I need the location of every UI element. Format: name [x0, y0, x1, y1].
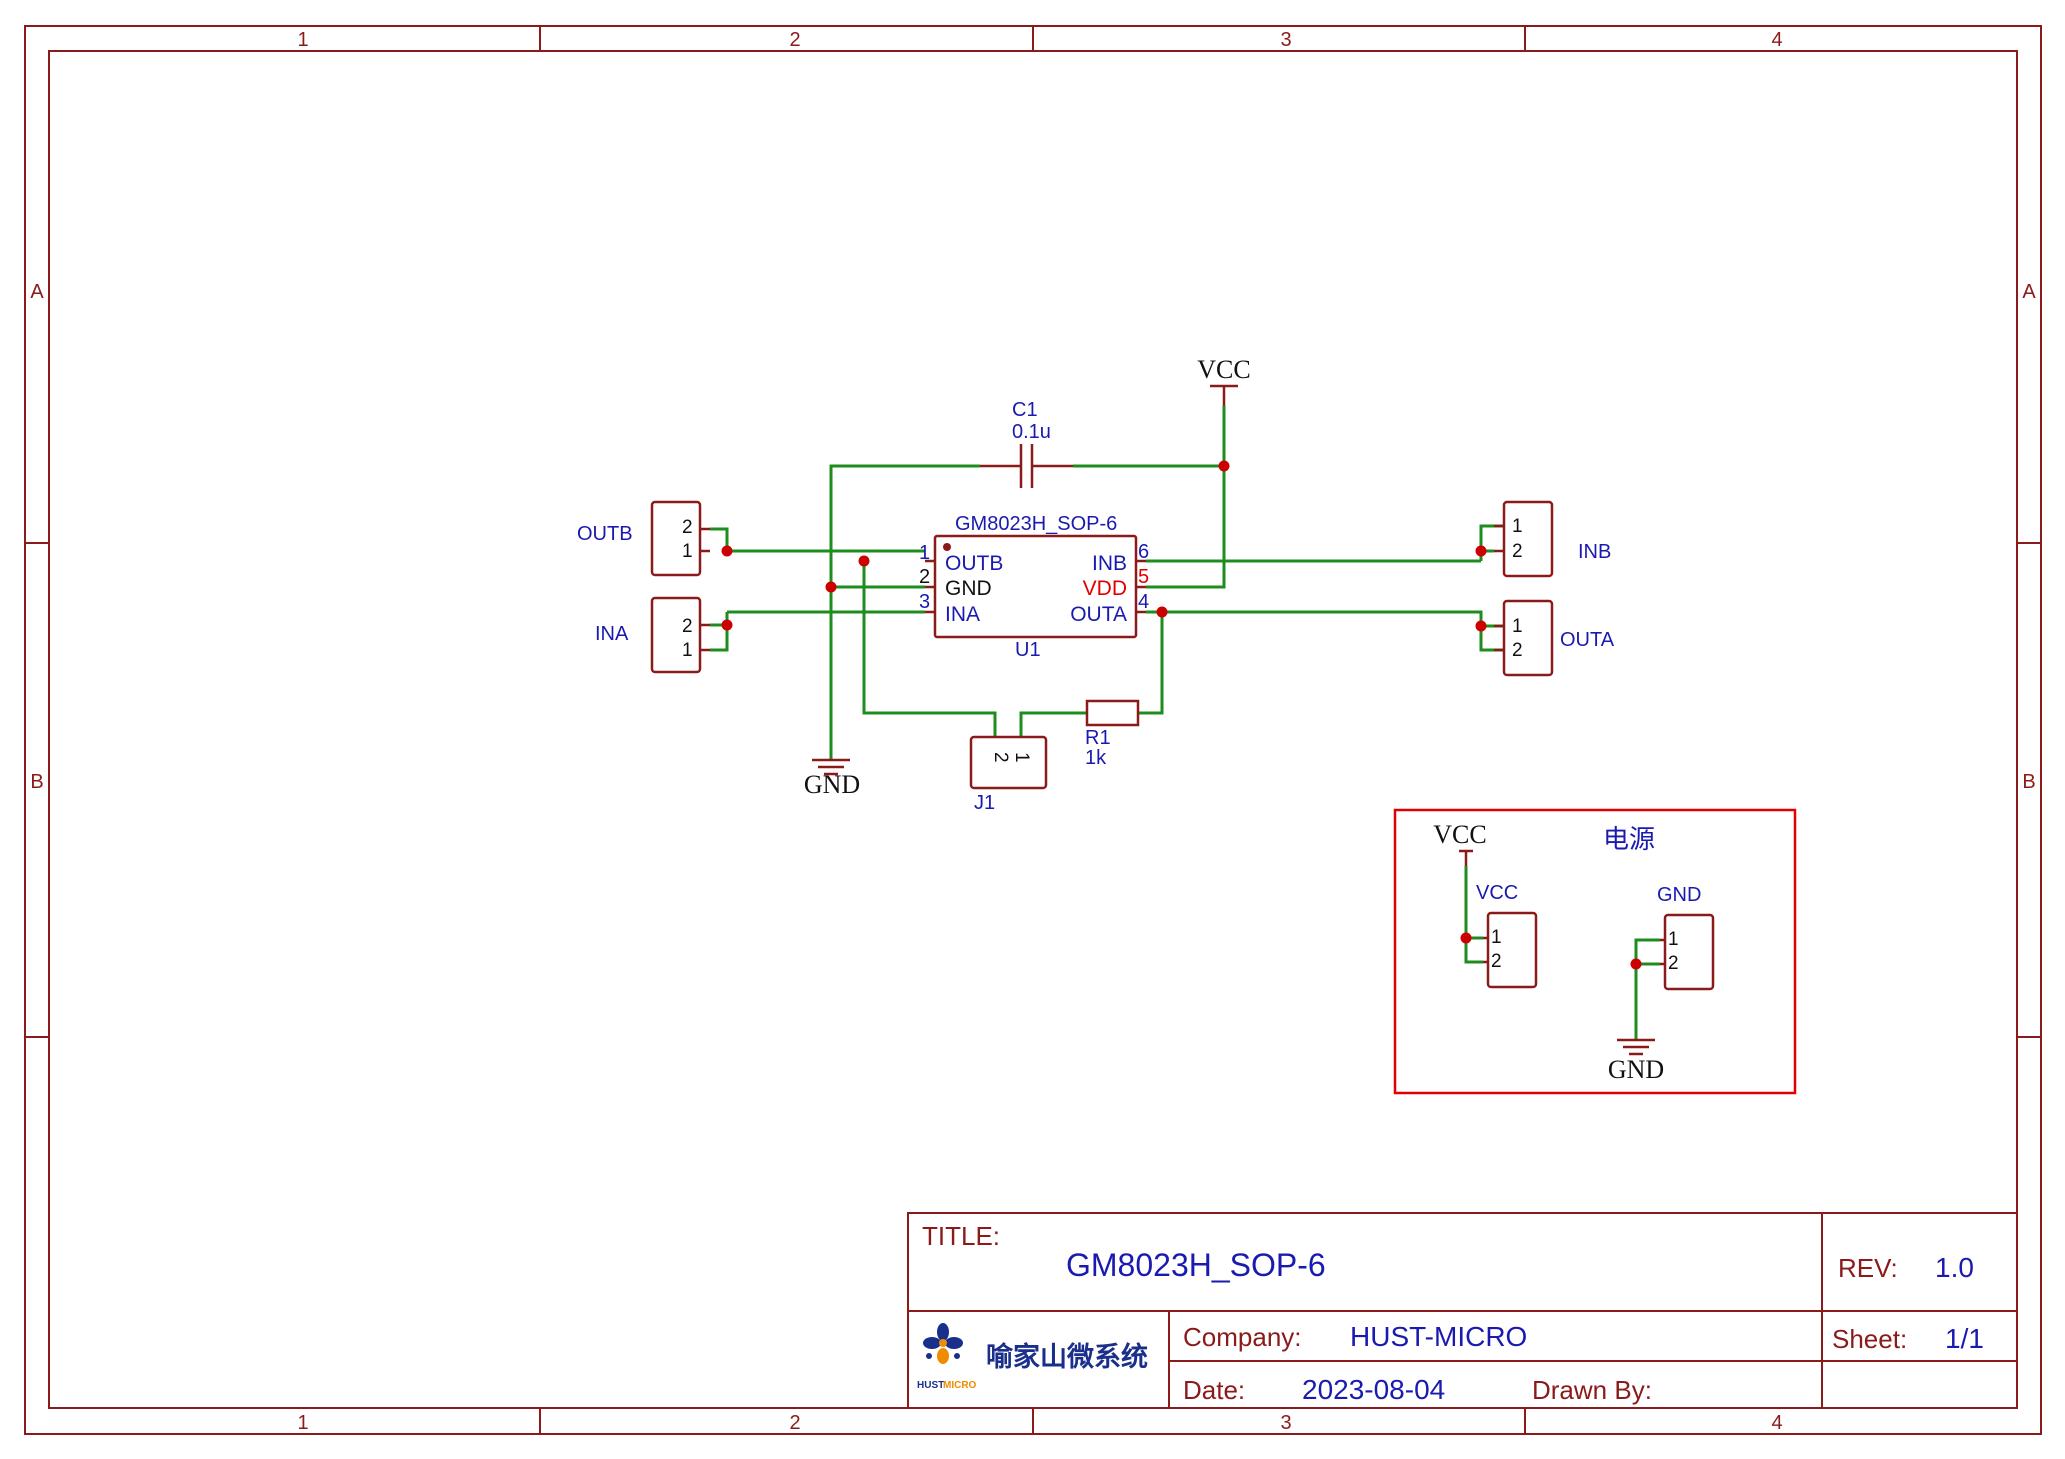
connector-ina[interactable]: [650, 596, 710, 674]
power-connector-vcc[interactable]: [1483, 911, 1538, 989]
gnd-symbol: [812, 758, 850, 776]
frame-row-label: B: [2022, 771, 2035, 793]
capacitor-value: 0.1u: [1012, 421, 1051, 443]
frame-col-label: 2: [789, 1412, 800, 1434]
connector-pin-number: 2: [682, 517, 693, 538]
connector-pin-number: 1: [1491, 927, 1502, 948]
connector-pin-number: 1: [1512, 616, 1523, 637]
connector-pin-number: 2: [682, 616, 693, 637]
ic-pin-name: INA: [945, 603, 980, 626]
frame-row-label: A: [2022, 281, 2036, 303]
frame-col-label: 4: [1771, 1412, 1782, 1434]
connector-pin-number: 1: [1512, 516, 1523, 537]
frame-col-label: 4: [1771, 29, 1782, 51]
sheet-label: Sheet:: [1832, 1324, 1907, 1354]
gnd-symbol: [1617, 1038, 1655, 1056]
connector-label: OUTA: [1560, 629, 1615, 651]
connector-pin-number: 2: [990, 752, 1011, 763]
ic-part-name: GM8023H_SOP-6: [955, 513, 1117, 535]
capacitor-c1[interactable]: [980, 444, 1073, 488]
date-value: 2023-08-04: [1302, 1374, 1445, 1405]
drawn-by-label: Drawn By:: [1532, 1375, 1652, 1405]
logo-sub-a: HUST: [917, 1380, 944, 1391]
connector-pin-number: 1: [1011, 752, 1032, 763]
connector-label: OUTB: [577, 523, 633, 545]
connector-pin-number: 2: [1512, 541, 1523, 562]
ic-pin-name: OUTA: [1070, 603, 1127, 626]
company-label: Company:: [1183, 1322, 1302, 1352]
power-connector-label: GND: [1657, 884, 1701, 906]
junctions: [721, 460, 1487, 632]
logo-mark-icon: [923, 1323, 963, 1364]
gnd-label: GND: [804, 770, 860, 799]
connector-pin-number: 1: [1668, 929, 1679, 950]
connector-label: INB: [1578, 541, 1611, 563]
sheet-title: GM8023H_SOP-6: [1066, 1247, 1326, 1283]
ic-pin-name: OUTB: [945, 552, 1003, 575]
sheet-value: 1/1: [1945, 1323, 1984, 1354]
power-box: [1393, 808, 1797, 1095]
ic-pin-number: 6: [1138, 541, 1149, 563]
connector-pin-number: 1: [682, 541, 693, 562]
resistor-value: 1k: [1085, 747, 1107, 769]
company-logo: 喻家山微系统 HUST MICRO: [917, 1323, 1148, 1391]
power-connector-gnd[interactable]: [1660, 913, 1715, 991]
connector-pin-number: 2: [1491, 951, 1502, 972]
junction: [1630, 958, 1642, 970]
vcc-label: VCC: [1197, 355, 1250, 384]
rev-label: REV:: [1838, 1253, 1898, 1283]
ic-pin-name: GND: [945, 577, 992, 600]
connector-j1[interactable]: [969, 735, 1048, 790]
connector-outb[interactable]: [650, 500, 710, 577]
ic-pin-name: INB: [1092, 552, 1127, 575]
connector-pin-number: 2: [1668, 953, 1679, 974]
ic-pin-name: VDD: [1083, 577, 1127, 600]
connector-outa[interactable]: [1494, 599, 1554, 677]
connector-pin-number: 2: [1512, 640, 1523, 661]
junction: [1460, 932, 1472, 944]
logo-sub-b: MICRO: [943, 1380, 977, 1391]
frame-row-label: B: [30, 771, 43, 793]
title-label: TITLE:: [922, 1221, 1000, 1251]
connector-label: INA: [595, 623, 629, 645]
frame-col-label: 1: [297, 29, 308, 51]
gnd-label: GND: [1608, 1055, 1664, 1084]
frame-col-label: 3: [1280, 29, 1291, 51]
rev-value: 1.0: [1935, 1252, 1974, 1283]
vcc-symbol: [1210, 384, 1238, 406]
logo-text: 喻家山微系统: [986, 1341, 1148, 1372]
frame-col-label: 1: [297, 1412, 308, 1434]
ic-pin-number: 5: [1138, 566, 1149, 588]
frame-col-label: 2: [789, 29, 800, 51]
vcc-label: VCC: [1433, 820, 1486, 849]
vcc-symbol: [1459, 849, 1473, 866]
ic-pin-number: 1: [919, 542, 930, 564]
company-value: HUST-MICRO: [1350, 1321, 1527, 1352]
connector-inb[interactable]: [1494, 500, 1554, 578]
ic-pin-number: 2: [919, 566, 930, 588]
resistor-ref: R1: [1085, 727, 1111, 749]
frame-row-label: A: [30, 281, 44, 303]
power-box-title: 电源: [1603, 824, 1655, 854]
connector-pin-number: 1: [682, 640, 693, 661]
ic-pin-number: 4: [1138, 591, 1149, 613]
ic-ref: U1: [1015, 639, 1041, 661]
capacitor-ref: C1: [1012, 399, 1038, 421]
sheet-frame: [24, 25, 2042, 1435]
ic-pin-number: 3: [919, 591, 930, 613]
connector-ref: J1: [974, 792, 995, 814]
title-block: [907, 1212, 2018, 1409]
resistor-r1[interactable]: [1085, 699, 1140, 727]
power-connector-label: VCC: [1476, 882, 1518, 904]
frame-col-label: 3: [1280, 1412, 1291, 1434]
ic-u1[interactable]: [925, 534, 1146, 639]
date-label: Date:: [1183, 1375, 1245, 1405]
